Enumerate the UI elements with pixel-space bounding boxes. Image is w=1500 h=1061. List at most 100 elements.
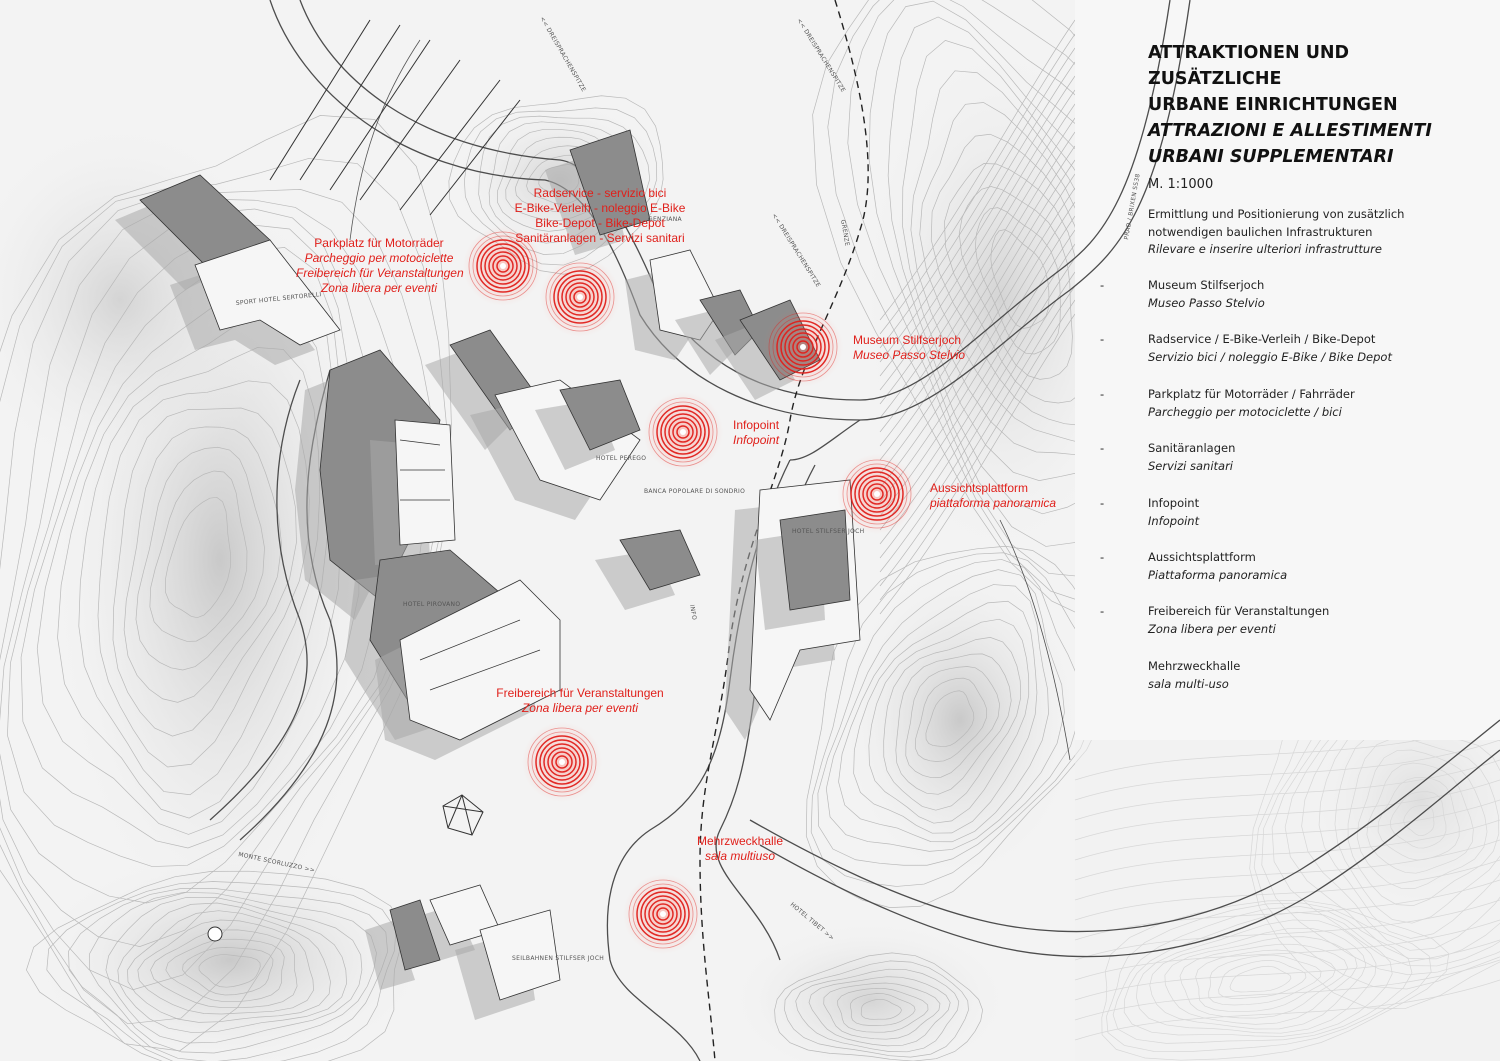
label-genziana: GENZIANA (648, 216, 683, 223)
legend-item-it: Infopoint (1148, 513, 1200, 528)
legend-dash: - (1100, 386, 1105, 401)
legend-dash: - (1100, 495, 1105, 510)
intro-de-line2: notwendigen baulichen Infrastrukturen (1148, 224, 1373, 239)
callout-aussicht-line1: Aussichtsplattform (930, 481, 1029, 495)
title-it-line1: ATTRAZIONI E ALLESTIMENTI (1148, 121, 1432, 141)
callout-mehrzweck-line1: Mehrzweckhalle (696, 834, 784, 848)
roads (209, 0, 1500, 1061)
callout-aussicht-line2: piattaforma panoramica (930, 496, 1057, 510)
callout-radservice-line1: Radservice - servizio bici (533, 186, 667, 200)
intro-it: Rilevare e inserire ulteriori infrastrut… (1148, 242, 1382, 256)
marker-radservice (540, 257, 620, 337)
building-shadow (365, 920, 415, 990)
legend-dash: - (1100, 332, 1105, 347)
building-detail (429, 649, 541, 691)
legend-item: Mehrzweckhalle sala multi-uso (1100, 657, 1490, 711)
label-grenze: GRENZE (839, 219, 851, 247)
label-info: INFO (688, 604, 698, 621)
legend-item-de: Mehrzweckhalle (1148, 658, 1241, 673)
path-north (349, 39, 421, 241)
callout-freibereich-line1: Freibereich für Veranstaltungen (496, 686, 664, 700)
legend-item-it: Servizi sanitari (1148, 459, 1233, 474)
label-banca: BANCA POPOLARE DI SONDRIO (644, 488, 745, 495)
site-symbol (207, 794, 484, 942)
callout-parkplatz-line4: Zona libera per eventi (320, 281, 438, 295)
legend-item-it: sala multi-uso (1148, 676, 1229, 691)
sheet-title: ATTRAKTIONEN UND ZUSÄTZLICHE URBANE EINR… (1148, 40, 1488, 170)
legend-dash: - (1100, 278, 1105, 292)
building (479, 909, 561, 1001)
building (779, 509, 851, 611)
legend-item-it: Servizio bici / noleggio E-Bike / Bike D… (1148, 350, 1392, 365)
callout-parkplatz-line2: Parcheggio per motociclette (304, 251, 454, 265)
buildings (115, 129, 861, 1020)
building (194, 239, 341, 346)
title-it-line2: URBANI SUPPLEMENTARI (1148, 147, 1394, 167)
intro-de-line1: Ermittlung und Positionierung von zusätz… (1148, 207, 1405, 221)
legend-item-de: Infopoint (1148, 495, 1200, 510)
marker-freibereich (522, 722, 602, 802)
title-de-line2: URBANE EINRICHTUNGEN (1148, 95, 1398, 115)
legend-item-it: Piattaforma panoramica (1148, 567, 1288, 582)
legend-item-de: Aussichtsplattform (1148, 549, 1256, 564)
callout-infopoint-line1: Infopoint (733, 418, 780, 432)
callout-parkplatz-line3: Freibereich für Veranstaltungen (296, 266, 464, 280)
legend-item-it: Zona libera per eventi (1148, 622, 1276, 637)
callout-radservice-line4: Sanitäranlagen - Servizi sanitari (515, 231, 685, 245)
legend-item-de: Sanitäranlagen (1148, 441, 1236, 456)
intro-text: Ermittlung und Positionierung von zusätz… (1148, 206, 1488, 259)
callout-mehrzweck: Mehrzweckhalle sala multiuso (690, 834, 790, 864)
building-detail (399, 439, 441, 446)
building (389, 899, 441, 971)
callout-freibereich: Freibereich für Veranstaltungen Zona lib… (495, 686, 665, 716)
legend-item-de: Freibereich für Veranstaltungen (1148, 604, 1330, 619)
road-link (789, 419, 861, 461)
legend-item-de: Museum Stilfserjoch (1148, 278, 1265, 292)
building (394, 419, 456, 546)
marker-museum (763, 307, 843, 387)
marker-aussicht (837, 454, 917, 534)
legend-dash: - (1100, 441, 1105, 456)
building (619, 529, 701, 591)
callout-freibereich-line2: Zona libera per eventi (521, 701, 639, 715)
building (559, 379, 641, 451)
building (569, 129, 651, 236)
east-road-north-edge (749, 719, 1500, 933)
callout-museum: Museum Stilfserjoch Museo Passo Stelvio (853, 333, 965, 363)
scale-label: M. 1:1000 (1148, 177, 1214, 192)
marker-mehrzweck (623, 874, 703, 954)
building-detail (419, 619, 521, 661)
legend-item-it: Parcheggio per motociclette / bici (1148, 404, 1342, 419)
legend-item-it: Museo Passo Stelvio (1148, 296, 1265, 310)
legend-dash: - (1100, 549, 1105, 564)
title-de-line1: ATTRAKTIONEN UND ZUSÄTZLICHE (1148, 43, 1350, 89)
marker-parkplatz (463, 226, 543, 306)
marker-infopoint (643, 392, 723, 472)
legend-panel-lower (1075, 740, 1500, 1061)
parking-bars (269, 19, 521, 216)
label-seilbahn: SEILBAHNEN STILFSER JOCH (512, 955, 604, 962)
callout-mehrzweck-line2: sala multiuso (704, 849, 776, 863)
callout-radservice: Radservice - servizio bici E-Bike-Verlei… (510, 186, 690, 246)
legend-item-de: Parkplatz für Motorräder / Fahrräder (1148, 386, 1355, 401)
callout-museum-line2: Museo Passo Stelvio (853, 348, 966, 362)
callout-aussicht: Aussichtsplattform piattaforma panoramic… (930, 481, 1056, 511)
legend-item: -Radservice / E-Bike-Verleih / Bike-Depo… (1100, 330, 1490, 384)
legend-panel: ATTRAKTIONEN UND ZUSÄTZLICHE URBANE EINR… (1078, 0, 1500, 1061)
main-road-south-edge (269, 0, 1191, 421)
callout-parkplatz-line1: Parkplatz für Motorräder (314, 236, 444, 250)
label-hotel-perego: HOTEL PEREGO (596, 455, 646, 462)
attraction-markers (463, 226, 917, 954)
callout-radservice-line3: Bike-Depot - Bike-Depot (535, 216, 665, 230)
label-hotel-pirovano: HOTEL PIROVANO (403, 601, 460, 608)
legend-dash: - (1100, 604, 1105, 619)
path-east (999, 519, 1071, 761)
callout-infopoint: Infopoint Infopoint (733, 418, 779, 448)
